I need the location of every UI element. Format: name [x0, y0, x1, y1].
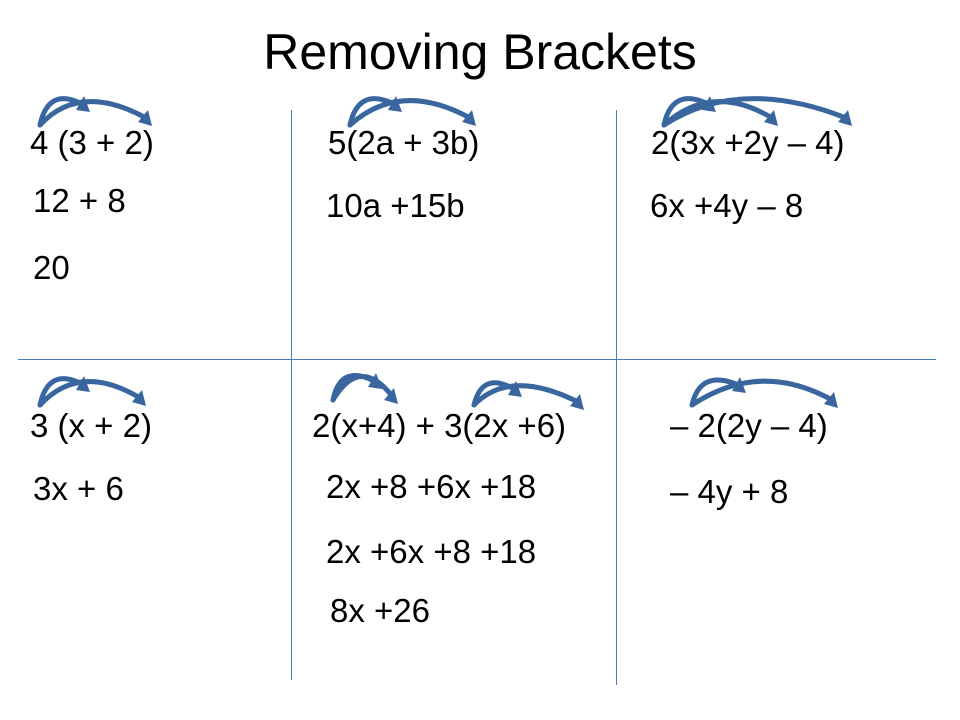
distribution-arrow [37, 376, 83, 408]
distribution-arrow [471, 383, 581, 408]
arrow-head [702, 96, 716, 112]
step-bottom-middle-1: 2x +8 +6x +18 [326, 468, 537, 505]
arrow-head [76, 96, 90, 112]
distribution-arrow [37, 99, 149, 128]
distribution-arrow [661, 96, 849, 128]
step-top-middle-1: 10a +15b [326, 187, 465, 224]
expression-bottom-middle: 2(x+4) + 3(2x +6) [312, 407, 567, 444]
slide-title: Removing Brackets [263, 24, 697, 80]
distribution-arrow [37, 379, 143, 408]
distribution-arrow [689, 377, 739, 408]
step-bottom-middle-3: 8x +26 [330, 592, 430, 629]
distribution-arrow [661, 96, 709, 128]
expression-bottom-left: 3 (x + 2) [30, 407, 152, 444]
distribution-arrow [689, 378, 835, 408]
arrow-head [462, 110, 476, 126]
arrow-head [508, 381, 522, 397]
vertical-divider-left [291, 110, 292, 680]
arrow-head [132, 390, 146, 406]
arrow-head [76, 376, 90, 392]
distribution-arrow [347, 98, 473, 128]
arrow-head [384, 388, 398, 404]
arrow-head [764, 110, 778, 126]
vertical-divider-right [616, 110, 617, 685]
distribution-arrow [347, 96, 395, 128]
distribution-arrow [37, 96, 83, 128]
expression-top-right: 2(3x +2y – 4) [651, 124, 845, 161]
arrow-head [138, 110, 152, 126]
step-bottom-left-1: 3x + 6 [33, 470, 124, 507]
expression-top-middle: 5(2a + 3b) [328, 124, 480, 161]
horizontal-divider [18, 359, 936, 360]
arrow-head [838, 110, 852, 126]
arrow-head [824, 392, 838, 408]
step-bottom-right-1: – 4y + 8 [670, 473, 789, 510]
arrow-head [570, 394, 584, 410]
expression-bottom-right: – 2(2y – 4) [670, 407, 828, 444]
arrow-head [368, 373, 382, 389]
step-top-left-2: 20 [33, 249, 70, 286]
expression-top-left: 4 (3 + 2) [30, 124, 154, 161]
arrow-head [732, 377, 746, 393]
distribution-arrow [330, 374, 395, 403]
step-top-left-1: 12 + 8 [33, 182, 126, 219]
step-bottom-middle-2: 2x +6x +8 +18 [326, 533, 537, 570]
arrow-head [388, 96, 402, 112]
step-top-right-1: 6x +4y – 8 [650, 187, 804, 224]
